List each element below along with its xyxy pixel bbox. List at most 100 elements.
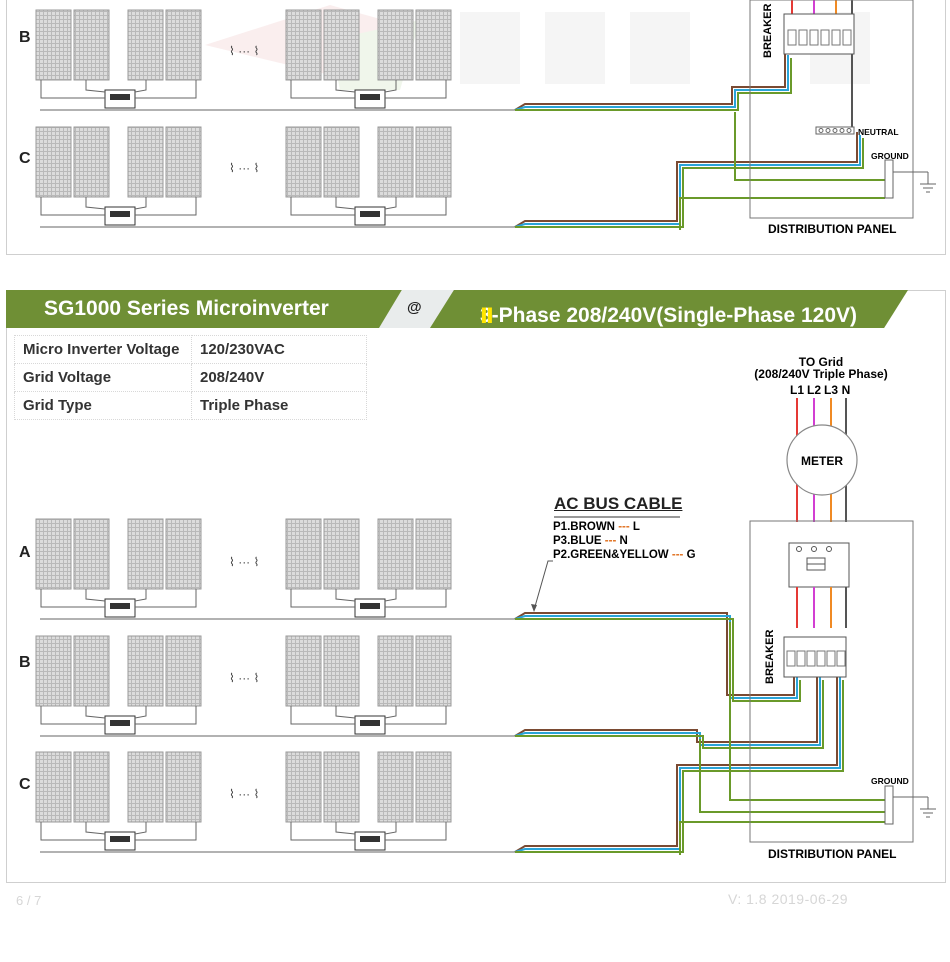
solar-panel (323, 751, 360, 823)
solar-panel (73, 9, 110, 81)
solar-panel (127, 126, 164, 198)
bottom-ground-label: GROUND (871, 776, 909, 786)
main-switch (788, 542, 850, 588)
solar-panel (415, 751, 452, 823)
ac-bus-cable-title: AC BUS CABLE (554, 494, 683, 513)
top-ground-label: GROUND (871, 151, 909, 161)
banner-right-text: 3-Phase 208/240V(Single-Phase 120V) (480, 304, 858, 327)
neutral-label: NEUTRAL (858, 127, 899, 137)
grid-phase-label: (208/240V Triple Phase) (754, 367, 887, 381)
solar-panel (285, 126, 322, 198)
grid-line-l3: L3 (824, 383, 838, 397)
version-date: V: 1.8 2019-06-29 (728, 891, 849, 907)
solar-panel (323, 635, 360, 707)
grid-line-l1: L1 (790, 383, 804, 397)
ground-wire (679, 197, 885, 230)
neutral-bus-bar (815, 126, 855, 135)
ac-bus-cable (515, 58, 792, 111)
ac-bus-cable (514, 677, 821, 746)
spec-value: 120/230VAC (191, 335, 367, 364)
spec-table: Micro Inverter Voltage 120/230VAC Grid V… (14, 335, 367, 420)
solar-panel (73, 635, 110, 707)
solar-panel (73, 518, 110, 590)
top-ground-bar (884, 159, 936, 199)
meter-circle (786, 424, 858, 496)
top-breaker-block (783, 13, 855, 55)
ac-bus-cable (515, 680, 824, 749)
micro-inverter (290, 589, 447, 618)
solar-panel (415, 9, 452, 81)
ac-bus-cable (514, 674, 838, 853)
solar-panel (377, 9, 414, 81)
micro-inverter (40, 706, 197, 735)
bottom-row-label-b: B (19, 654, 31, 671)
solar-panel (127, 635, 164, 707)
micro-inverter (40, 80, 197, 109)
solar-panel (165, 126, 202, 198)
ac-bus-pointer-head (531, 604, 537, 612)
ac-bus-cable (514, 55, 789, 111)
micro-inverter (40, 589, 197, 618)
top-row-label-c: C (19, 150, 31, 167)
solar-panel (285, 635, 322, 707)
micro-inverter (290, 197, 447, 226)
solar-panel (377, 126, 414, 198)
solar-panel (377, 635, 414, 707)
solar-panel (285, 518, 322, 590)
solar-panel (165, 518, 202, 590)
top-breaker-label: BREAKER (762, 4, 774, 58)
grid-line-n: N (842, 383, 851, 397)
top-distribution-panel-label: DISTRIBUTION PANEL (768, 222, 896, 236)
ac-bus-cable (514, 135, 861, 228)
ac-bus-cable (514, 677, 841, 853)
banner-at-symbol: @ (407, 299, 422, 316)
ac-bus-cable (515, 138, 864, 228)
to-grid-label: TO Grid (799, 355, 843, 369)
micro-inverter (40, 822, 197, 851)
top-row-label-b: B (19, 29, 31, 46)
banner-roman-numeral: Ⅱ (480, 305, 494, 328)
solar-panel (285, 751, 322, 823)
array-continuation-marker: ⌇ ··· ⌇ (229, 161, 260, 175)
top-diagram-panel (6, 0, 946, 255)
bottom-distribution-panel-label: DISTRIBUTION PANEL (768, 847, 896, 861)
switch-to-breaker-wires (796, 587, 847, 628)
solar-panel (165, 751, 202, 823)
solar-panel (73, 126, 110, 198)
ac-bus-cable (514, 612, 795, 696)
grid-line-l2: L2 (807, 383, 821, 397)
array-continuation-marker: ⌇ ··· ⌇ (229, 787, 260, 801)
top-distribution-panel-box (749, 0, 914, 219)
solar-panel (415, 635, 452, 707)
banner-right: 3-Phase 208/240V(Single-Phase 120V)Ⅱ (430, 290, 908, 328)
solar-panel (35, 126, 72, 198)
solar-panel (285, 9, 322, 81)
solar-panel (35, 751, 72, 823)
solar-panel (377, 751, 414, 823)
spec-value: Triple Phase (191, 391, 367, 420)
micro-inverter (290, 822, 447, 851)
spec-row: Grid Voltage 208/240V (14, 363, 367, 392)
ground-wire (699, 739, 885, 813)
solar-panel (35, 518, 72, 590)
banner-left-title: SG1000 Series Microinverter (44, 297, 329, 320)
solar-arrays (35, 9, 452, 851)
solar-panel (127, 518, 164, 590)
solar-panel (165, 9, 202, 81)
banner-left: SG1000 Series Microinverter (6, 290, 406, 328)
solar-panel (127, 9, 164, 81)
ac-bus-entry: P1.BROWN --- L (553, 521, 640, 533)
solar-panel (73, 751, 110, 823)
bottom-ground-bar (884, 785, 936, 825)
ac-bus-pointer (533, 560, 553, 611)
micro-inverter (290, 80, 447, 109)
ac-bus-cable (515, 618, 801, 702)
array-continuation-marker: ⌇ ··· ⌇ (229, 671, 260, 685)
spec-row: Grid Type Triple Phase (14, 391, 367, 420)
ground-wire (729, 622, 885, 801)
spec-label: Grid Type (14, 391, 192, 420)
bottom-breaker-label: BREAKER (764, 630, 776, 684)
solar-panel (127, 751, 164, 823)
micro-inverter (40, 197, 197, 226)
